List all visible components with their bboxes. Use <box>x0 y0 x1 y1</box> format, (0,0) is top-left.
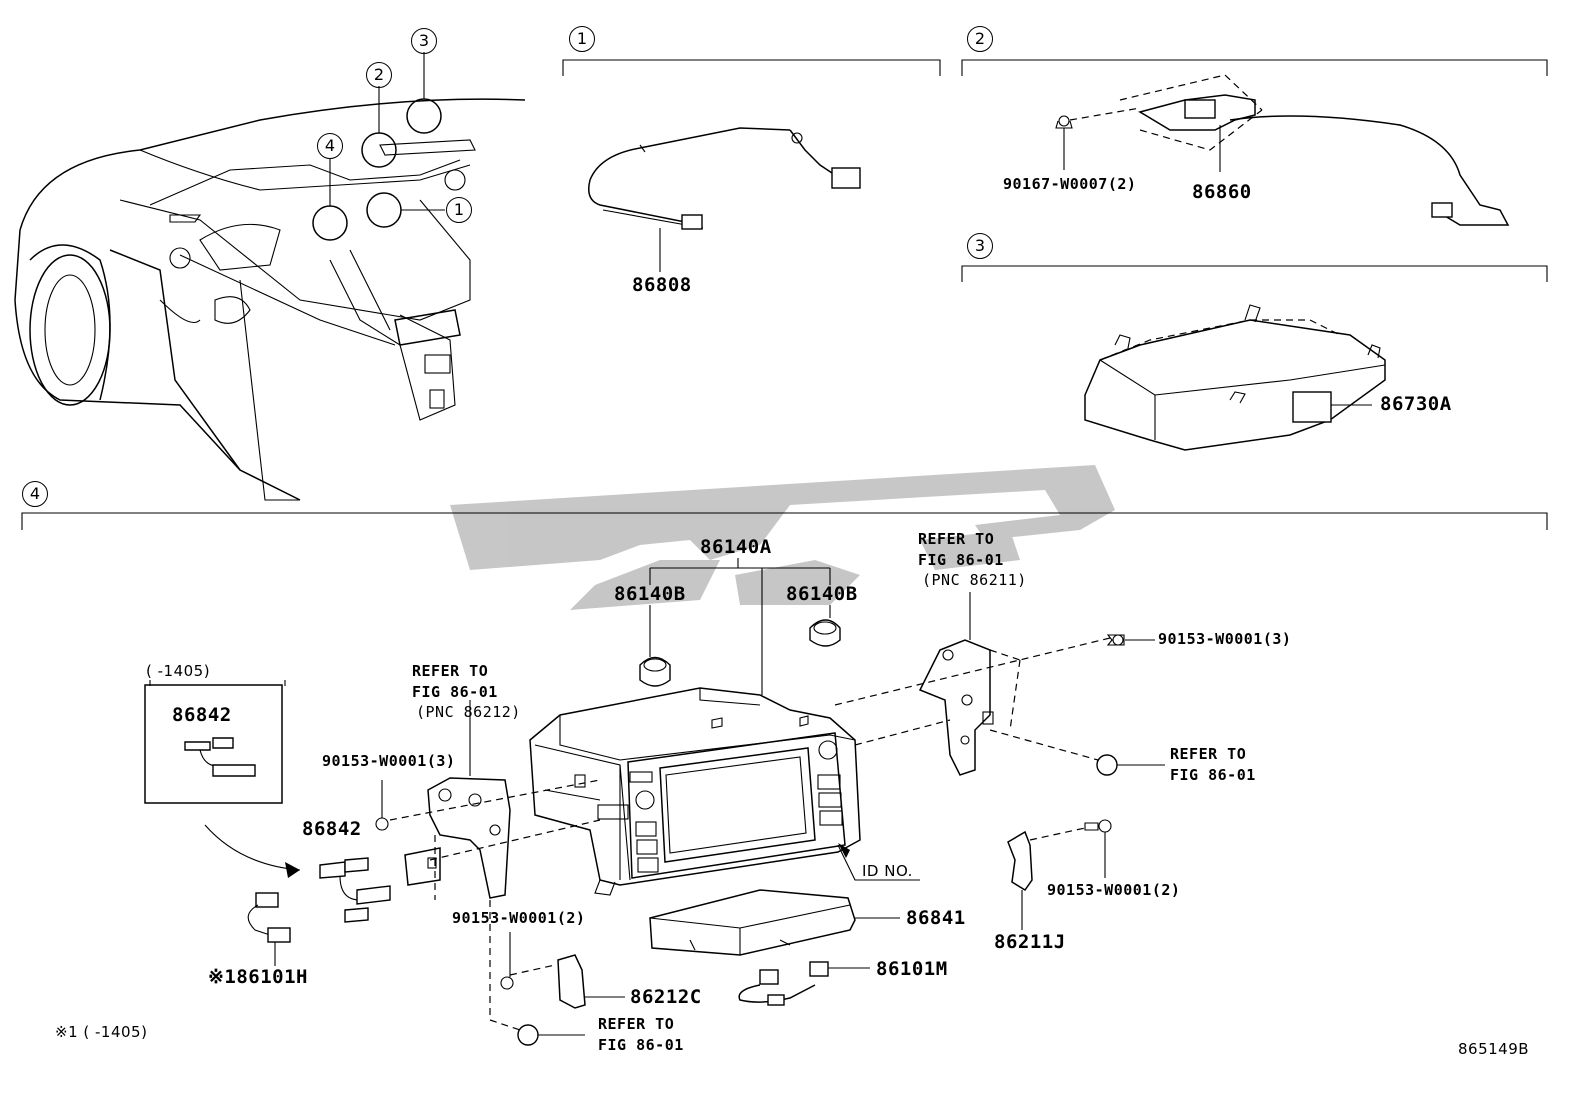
harness-86101M <box>738 961 870 1006</box>
part-86860 <box>1055 74 1510 226</box>
refer-left-line2: FIG 86-01 <box>412 683 498 701</box>
inset-box-86842 <box>144 680 286 804</box>
car-interior-overview <box>14 52 526 501</box>
refer-left-line1: REFER TO <box>412 662 489 680</box>
label-90153-top-right: 90153-W0001(3) <box>1158 630 1292 648</box>
label-86808: 86808 <box>632 274 692 296</box>
label-86140B-right: 86140B <box>786 583 858 605</box>
label-86841: 86841 <box>906 907 966 929</box>
label-90153-bottom-right: 90153-W0001(2) <box>1047 881 1181 899</box>
harness-86808 <box>588 127 861 272</box>
unit-86841 <box>649 889 900 956</box>
bracket-86212C <box>500 932 625 1009</box>
callout-4: 4 <box>317 133 343 159</box>
section-4-number: 4 <box>22 481 48 507</box>
refer-top-line2: FIG 86-01 <box>918 551 1004 569</box>
label-86842: 86842 <box>302 818 362 840</box>
label-86730A: 86730A <box>1380 393 1452 415</box>
label-86140B-left: 86140B <box>614 583 686 605</box>
box-header: ( -1405) <box>146 662 211 680</box>
label-86101M: 86101M <box>876 958 948 980</box>
refer-right-line1: REFER TO <box>1170 745 1247 763</box>
figure-number: 865149B <box>1458 1040 1530 1058</box>
watermark-logo <box>450 465 1115 610</box>
bracket-left-86212 <box>375 700 601 1046</box>
label-86140A: 86140A <box>700 536 772 558</box>
harness-86101H <box>247 892 291 966</box>
label-86211J: 86211J <box>994 931 1066 953</box>
section-2-number: 2 <box>967 26 993 52</box>
label-id-no: ID NO. <box>862 862 913 880</box>
bracket-86211J <box>1007 819 1112 930</box>
callout-1: 1 <box>446 197 472 223</box>
navigation-unit-86140A <box>529 558 861 896</box>
refer-left-line3: (PNC 86212) <box>416 703 521 721</box>
refer-bottom-line1: REFER TO <box>598 1015 675 1033</box>
bracket-right-86211 <box>834 592 1165 776</box>
refer-bottom-line2: FIG 86-01 <box>598 1036 684 1054</box>
refer-top-line3: (PNC 86211) <box>922 571 1027 589</box>
refer-right-line2: FIG 86-01 <box>1170 766 1256 784</box>
id-no-arrow <box>837 843 920 881</box>
label-86842-box: 86842 <box>172 704 232 726</box>
label-86212C: 86212C <box>630 986 702 1008</box>
label-90153-left: 90153-W0001(3) <box>322 752 456 770</box>
section-brackets <box>21 59 1548 530</box>
callout-3: 3 <box>411 28 437 54</box>
footnote: ※1 ( -1405) <box>55 1023 148 1041</box>
label-90167-W0007: 90167-W0007(2) <box>1003 175 1137 193</box>
refer-top-line1: REFER TO <box>918 530 995 548</box>
clip-86842 <box>204 824 391 923</box>
section-1-number: 1 <box>569 26 595 52</box>
label-90153-bottom-mid: 90153-W0001(2) <box>452 909 586 927</box>
label-86101H: ※186101H <box>208 966 308 988</box>
callout-2: 2 <box>366 62 392 88</box>
section-3-number: 3 <box>967 233 993 259</box>
part-86730A <box>1084 304 1386 451</box>
label-86860: 86860 <box>1192 181 1252 203</box>
